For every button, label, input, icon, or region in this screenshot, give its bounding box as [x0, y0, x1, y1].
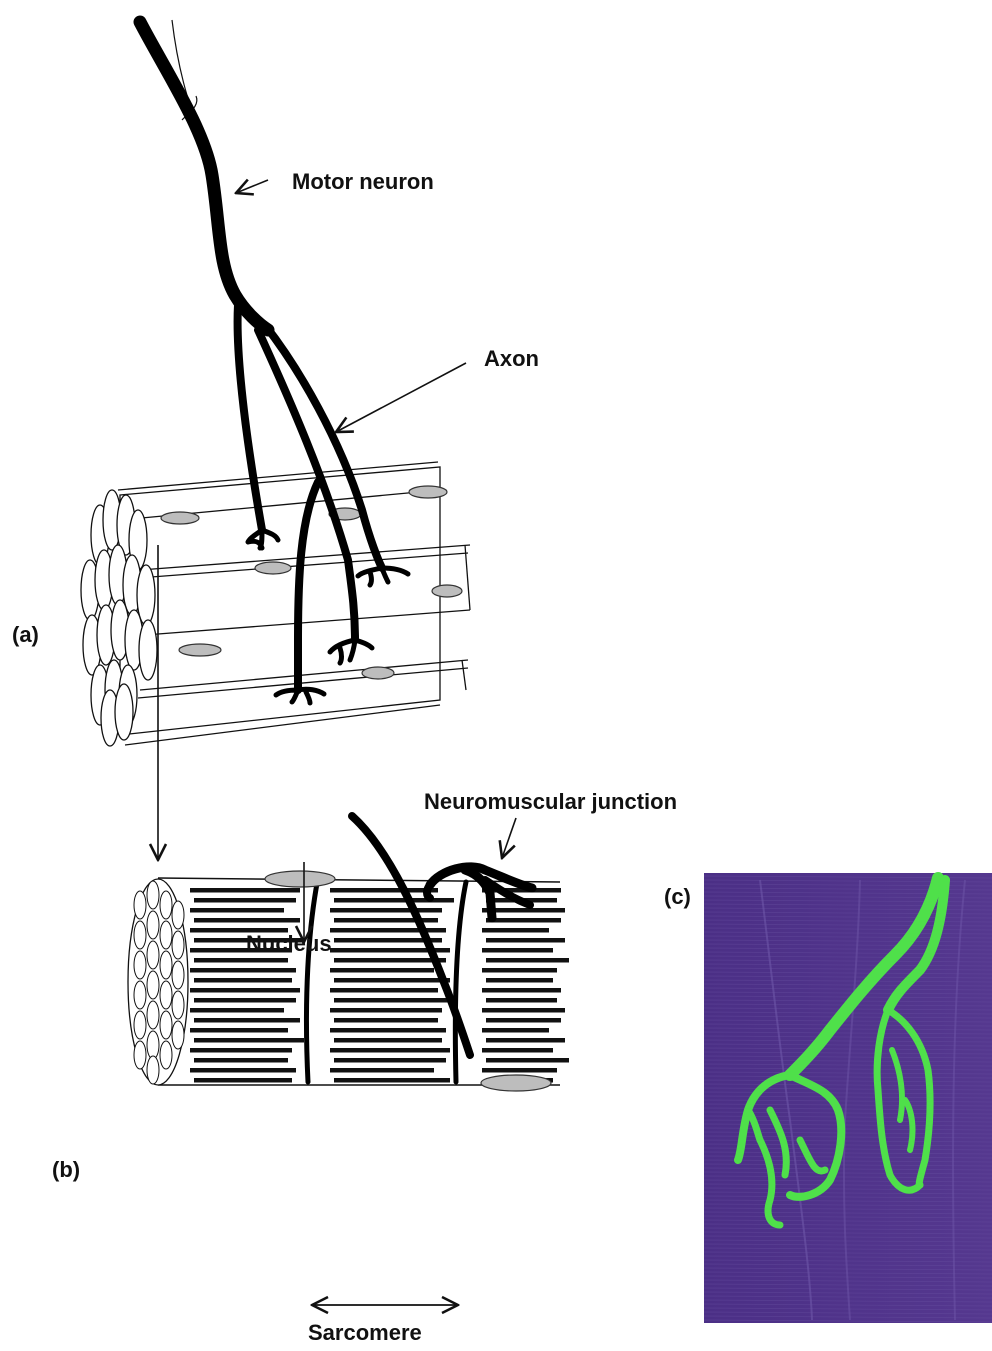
- myofibril-bar: [482, 1008, 565, 1013]
- myofibril-end-face: [160, 981, 172, 1009]
- myofibril-end-face: [147, 1031, 159, 1059]
- myofibril-bar: [330, 1048, 450, 1053]
- myofibril-bar: [194, 1058, 288, 1063]
- myofibril-end-face: [160, 1011, 172, 1039]
- nmj-label: Neuromuscular junction: [424, 789, 677, 814]
- myofibril-bar: [330, 968, 434, 973]
- myofibril-end-face: [172, 961, 184, 989]
- myofibril-bar: [482, 968, 557, 973]
- nucleus-label: Nucleus: [246, 931, 332, 956]
- myofibril-bar: [190, 908, 284, 913]
- myofibril-end-face: [134, 1011, 146, 1039]
- myofibril-bar: [334, 1038, 442, 1043]
- myofibril-bar: [190, 968, 296, 973]
- myofibril-bar: [486, 938, 565, 943]
- myofibril-bar: [190, 988, 300, 993]
- panel-c-label: (c): [664, 884, 691, 909]
- myofibril-bar: [482, 988, 561, 993]
- myofibril-end-face: [147, 911, 159, 939]
- myofibril-bar: [482, 948, 553, 953]
- myofibril-bar: [190, 888, 300, 893]
- myofibril-end-face: [172, 901, 184, 929]
- myofibril-end-face: [134, 1041, 146, 1069]
- myofibril-end-face: [147, 881, 159, 909]
- myofibril-bar: [330, 1068, 434, 1073]
- myofibril-bar: [334, 898, 454, 903]
- myofibril-bar: [334, 1018, 438, 1023]
- myofibril-end-face: [147, 941, 159, 969]
- myofibril-bar: [330, 928, 446, 933]
- sarcomere-label: Sarcomere: [308, 1320, 422, 1345]
- myofibril-bar: [330, 1008, 442, 1013]
- myofibril-bar: [486, 1038, 565, 1043]
- nmj-micrograph: [704, 873, 992, 1323]
- myofibril-end-face: [172, 1021, 184, 1049]
- myofibril-bar: [330, 888, 438, 893]
- myofibril-bar: [482, 1048, 553, 1053]
- axon-arrow: [336, 363, 466, 432]
- myofibril-bar: [194, 918, 300, 923]
- myofibril-end-face: [160, 951, 172, 979]
- myofibril-end-face: [172, 991, 184, 1019]
- myofibril-bar: [190, 1048, 292, 1053]
- myofibril-end-face: [147, 1001, 159, 1029]
- myofibril-bar: [486, 998, 557, 1003]
- myofibril-bar: [330, 908, 442, 913]
- nmj-arrow: [502, 818, 516, 858]
- panel-a-label: (a): [12, 622, 39, 647]
- myofibril-bar: [330, 1028, 446, 1033]
- panel-b-muscle-fiber: [128, 871, 569, 1091]
- myofibril-end-face: [147, 971, 159, 999]
- motor-neuron-arrow: [236, 180, 268, 193]
- myofibril-bar: [334, 978, 450, 983]
- myofibril-bar: [334, 1058, 446, 1063]
- motor-neuron-label: Motor neuron: [292, 169, 434, 194]
- myofibril-bar: [486, 918, 561, 923]
- myofibril-end-face: [172, 931, 184, 959]
- myofibril-bar: [482, 928, 549, 933]
- myofibril-bar: [194, 978, 292, 983]
- myofibril-bar: [334, 958, 446, 963]
- panel-b-label: (b): [52, 1157, 80, 1182]
- myofibril-bar: [486, 1018, 561, 1023]
- myofibril-bar: [330, 988, 438, 993]
- z-line-1: [306, 878, 318, 1082]
- myofibril-end-face: [134, 921, 146, 949]
- myofibril-bar: [486, 1058, 569, 1063]
- panel-a-muscle-bundle: [81, 462, 470, 746]
- myofibril-end-face: [160, 1041, 172, 1069]
- myofibril-end-face: [134, 951, 146, 979]
- myofibril-end-face: [147, 1056, 159, 1084]
- myofibril-bar: [190, 1068, 296, 1073]
- myofibril-end-face: [160, 921, 172, 949]
- nucleus-top: [265, 871, 335, 887]
- myofibril-bar: [486, 978, 553, 983]
- myofibril-bar: [334, 1078, 450, 1083]
- z-line-2: [455, 882, 466, 1082]
- axon-label: Axon: [484, 346, 539, 371]
- myofibril-bar: [190, 1008, 284, 1013]
- myofibrils: [190, 888, 569, 1083]
- myofibril-end-face: [134, 891, 146, 919]
- myofibril-bar: [194, 958, 288, 963]
- myofibril-bar: [486, 958, 569, 963]
- myofibril-bar: [194, 1038, 304, 1043]
- myofibril-bar: [190, 1028, 288, 1033]
- myofibril-bar: [482, 1068, 557, 1073]
- myofibril-bar: [194, 1018, 300, 1023]
- nucleus-bottom: [481, 1075, 551, 1091]
- myofibril-bar: [194, 898, 296, 903]
- myofibril-end-face: [134, 981, 146, 1009]
- myofibril-end-face: [160, 891, 172, 919]
- myofibril-bar: [334, 998, 454, 1003]
- myofibril-bar: [194, 1078, 292, 1083]
- myofibril-bar: [482, 1028, 549, 1033]
- myofibril-bar: [194, 998, 296, 1003]
